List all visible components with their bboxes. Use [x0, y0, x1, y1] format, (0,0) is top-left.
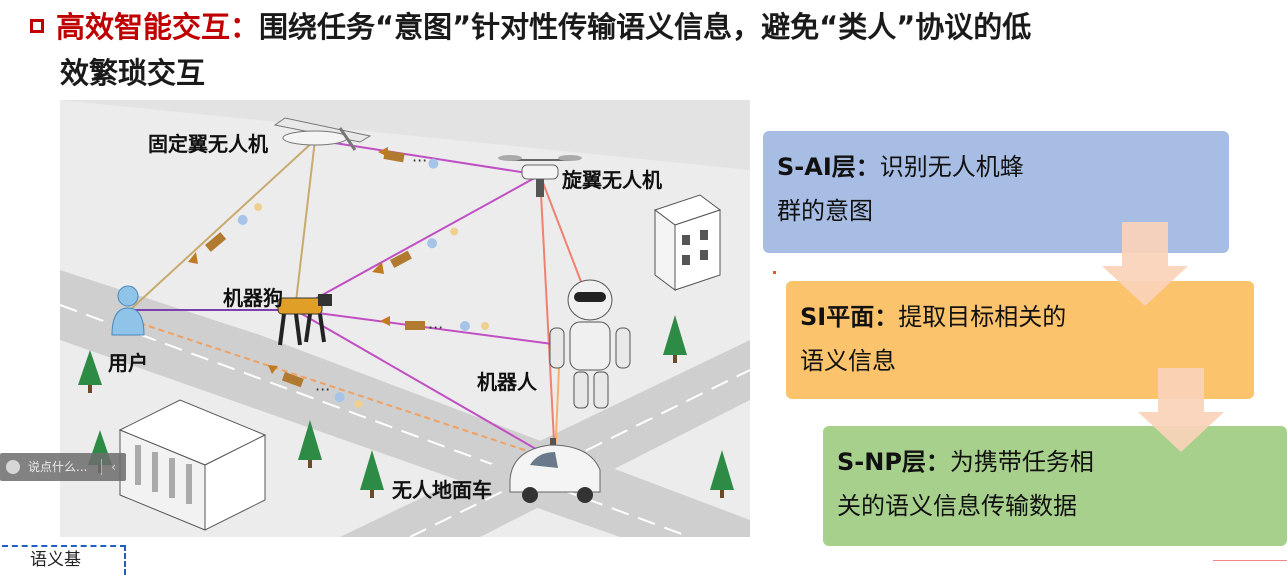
divider — [101, 459, 102, 475]
label-user: 用户 — [108, 351, 148, 375]
heading-text-line1: 围绕任务“意图”针对性传输语义信息，避免“类人”协议的低 — [259, 10, 1032, 44]
comment-icon — [6, 460, 20, 474]
heading-emphasis: 高效智能交互： — [56, 10, 260, 44]
robot-dog-icon — [277, 294, 332, 346]
slide-heading: 高效智能交互：围绕任务“意图”针对性传输语义信息，避免“类人”协议的低 效繁琐交… — [30, 4, 1270, 96]
label-robot: 机器人 — [477, 370, 537, 394]
layer-si-plane-line1: 提取目标相关的 — [898, 303, 1067, 331]
communication-links — [129, 139, 591, 461]
heading-text-line2: 效繁琐交互 — [60, 56, 206, 90]
layer-s-np-line2: 关的语义信息传输数据 — [837, 492, 1077, 520]
svg-text:···: ··· — [315, 380, 330, 399]
data-packets: ··· ··· ··· — [188, 147, 489, 409]
chevron-left-icon[interactable]: ‹ — [111, 460, 116, 474]
next-section-label: 语义基 — [30, 550, 81, 570]
down-arrow-icon — [1102, 222, 1188, 306]
layer-s-ai-name: S-AI层： — [777, 153, 880, 181]
next-section-tab[interactable]: 语义基 — [2, 545, 126, 575]
layer-si-plane-name: SI平面： — [800, 303, 899, 331]
network-scene: ··· ··· ··· — [60, 100, 750, 537]
comment-placeholder: 说点什么... — [28, 460, 88, 474]
layer-s-np-line1: 为携带任务相 — [949, 448, 1094, 476]
stray-mark — [773, 271, 776, 274]
label-fixed-wing-drone: 固定翼无人机 — [148, 132, 268, 156]
layer-s-np: S-NP层：为携带任务相 关的语义信息传输数据 — [823, 426, 1287, 546]
svg-text:···: ··· — [412, 151, 427, 170]
comment-popup[interactable]: 说点什么... ‹ — [0, 453, 126, 481]
ugv-car-icon — [509, 438, 601, 503]
down-arrow-icon — [1138, 368, 1224, 452]
stray-border — [1213, 560, 1287, 571]
robot-icon — [549, 279, 631, 409]
svg-text:···: ··· — [428, 318, 443, 337]
scene-illustration: ··· ··· ··· — [60, 100, 750, 537]
label-rotor-drone: 旋翼无人机 — [562, 168, 662, 192]
square-bullet-icon — [30, 19, 44, 33]
label-ugv: 无人地面车 — [392, 478, 492, 502]
user-icon — [111, 285, 145, 336]
layer-s-ai-line1: 识别无人机蜂 — [879, 153, 1024, 181]
layer-s-ai-line2: 群的意图 — [777, 197, 873, 225]
building-left — [118, 399, 267, 531]
road-cross — [340, 340, 750, 537]
fixed-wing-drone-icon — [273, 117, 372, 151]
rotor-drone-icon — [498, 155, 582, 197]
building-right — [653, 194, 722, 291]
label-robot-dog: 机器狗 — [223, 286, 283, 310]
layer-s-np-name: S-NP层： — [837, 448, 950, 476]
layer-si-plane-line2: 语义信息 — [800, 347, 896, 375]
